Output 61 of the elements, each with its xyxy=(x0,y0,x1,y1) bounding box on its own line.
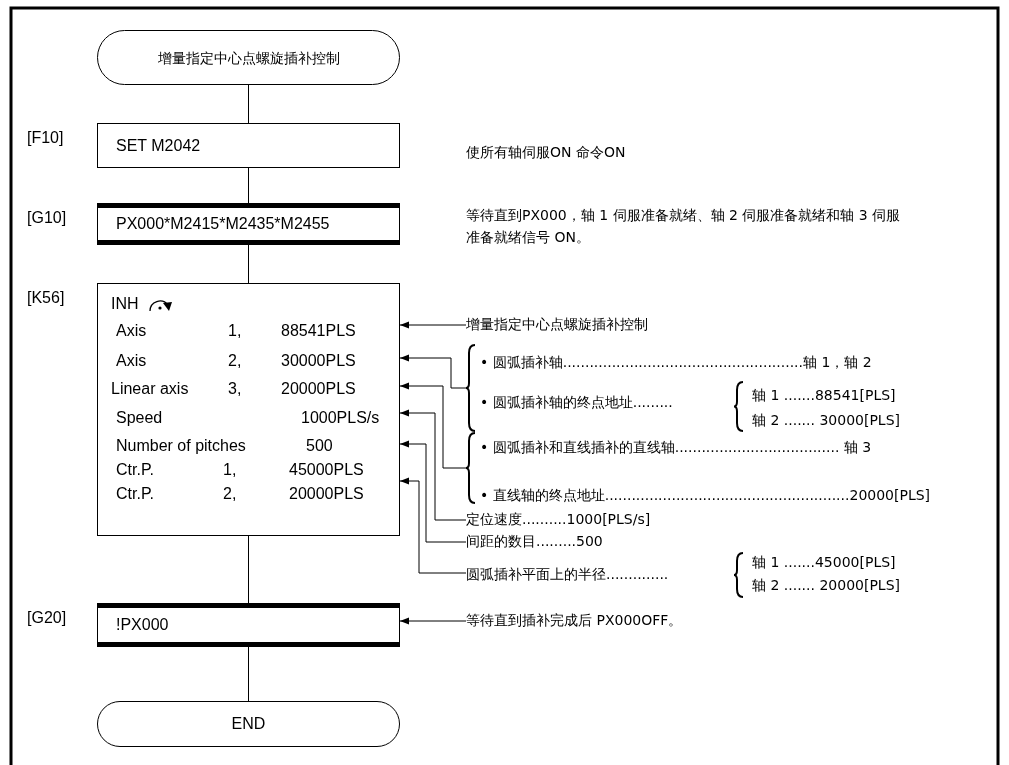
parameter-text: 88541PLS xyxy=(281,322,356,340)
step-label: [G20] xyxy=(27,609,67,627)
annotation-text: 轴 1 .......88541[PLS] xyxy=(752,386,896,404)
flow-line xyxy=(248,646,249,702)
parameter-text: 1000PLS/s xyxy=(301,409,380,427)
terminal-shape xyxy=(97,701,400,747)
flow-line xyxy=(248,244,249,284)
parameter-text: 45000PLS xyxy=(289,461,364,479)
parameter-text: 1, xyxy=(223,461,237,479)
annotation-text: • 圆弧插补和直线插补的直线轴..................................... 轴 3 xyxy=(480,438,872,456)
step-label: [F10] xyxy=(27,129,64,147)
parameter-text: Axis xyxy=(116,352,147,370)
step-label: [K56] xyxy=(27,289,65,307)
parameter-text: 20000PLS xyxy=(281,380,356,398)
terminal-text: END xyxy=(231,715,266,733)
instruction-box xyxy=(97,283,400,536)
wait-condition-box xyxy=(97,203,400,245)
annotation-text: 轴 2 ....... 30000[PLS] xyxy=(752,411,900,429)
terminal-text: 增量指定中心点螺旋插补控制 xyxy=(157,48,340,67)
annotation-text: 增量指定中心点螺旋插补控制 xyxy=(466,315,726,335)
parameter-text: 3, xyxy=(228,380,242,398)
leader-arrow xyxy=(399,382,467,469)
leader-arrow xyxy=(399,354,467,389)
flow-line xyxy=(248,84,249,124)
leader-arrow xyxy=(399,321,467,329)
annotation-text: 等待直到插补完成后 PX000OFF。 xyxy=(466,611,766,631)
leader-arrow xyxy=(399,477,467,574)
annotation-text: 定位速度..........1000[PLS/s] xyxy=(466,510,686,530)
leader-arrow xyxy=(399,409,467,521)
parameter-text: 2, xyxy=(228,352,242,370)
leader-arrow xyxy=(399,617,467,625)
leader-arrow xyxy=(399,440,467,543)
process-box xyxy=(97,123,400,168)
instruction-text: PX000*M2415*M2435*M2455 xyxy=(116,215,330,233)
parameter-text: 30000PLS xyxy=(281,352,356,370)
annotation-text: 间距的数目.........500 xyxy=(466,532,666,552)
annotation-text: • 圆弧插补轴......................................................轴 1，轴 2 xyxy=(480,353,872,371)
annotation-text: 轴 1 .......45000[PLS] xyxy=(752,553,896,571)
annotation-text: 轴 2 ....... 20000[PLS] xyxy=(752,576,900,594)
parameter-text: Number of pitches xyxy=(116,437,246,455)
flow-line xyxy=(248,535,249,604)
flow-line xyxy=(248,167,249,204)
annotation-text: 圆弧插补平面上的半径.............. xyxy=(466,565,669,583)
annotation-text: 使所有轴伺服ON 命令ON xyxy=(466,143,626,162)
annotation-text: • 圆弧插补轴的终点地址......... xyxy=(480,393,673,411)
parameter-text: 1, xyxy=(228,322,242,340)
instruction-text: !PX000 xyxy=(116,616,169,634)
parameter-text: Ctr.P. xyxy=(116,485,154,503)
instruction-text: INH xyxy=(111,295,139,313)
parameter-text: 500 xyxy=(306,437,333,455)
parameter-text: Axis xyxy=(116,322,147,340)
step-label: [G10] xyxy=(27,209,67,227)
wait-condition-box xyxy=(97,603,400,647)
parameter-text: Ctr.P. xyxy=(116,461,154,479)
annotation-text: • 直线轴的终点地址.......................................................20000[PLS] xyxy=(480,486,931,504)
parameter-text: 2, xyxy=(223,485,237,503)
parameter-text: Linear axis xyxy=(111,380,189,398)
parameter-text: 20000PLS xyxy=(289,485,364,503)
parameter-text: Speed xyxy=(116,409,163,427)
instruction-text: SET M2042 xyxy=(116,136,201,155)
annotation-text: 等待直到PX000，轴 1 伺服准备就绪、轴 2 伺服准备就绪和轴 3 伺服准备就绪信号 ON。 xyxy=(466,206,902,247)
